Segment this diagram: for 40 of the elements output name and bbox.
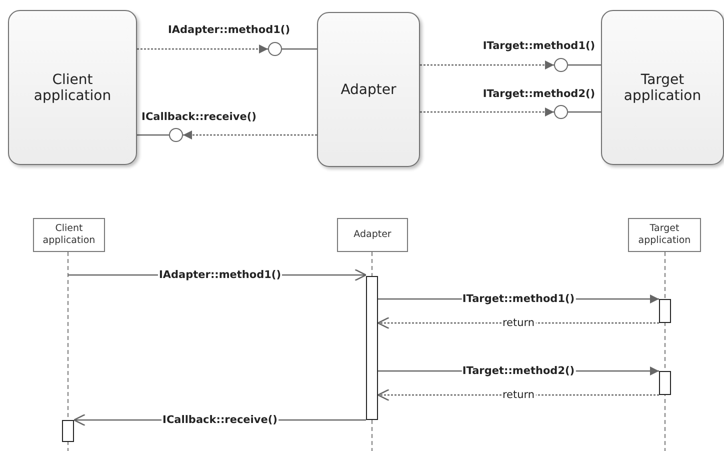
interface-circle xyxy=(268,42,282,56)
activation-bar xyxy=(659,299,671,323)
node-label: Target application xyxy=(622,72,702,104)
node-label: Target application xyxy=(637,223,692,247)
interface-label: IAdapter::method1() xyxy=(168,24,290,36)
lifeline-header xyxy=(628,218,701,252)
arrow xyxy=(137,44,268,54)
activation-bar xyxy=(366,276,378,420)
activation-bar xyxy=(659,371,671,395)
interface-label: ITarget::method2() xyxy=(482,88,596,100)
node-label: Client application xyxy=(42,223,96,247)
arrow xyxy=(420,60,554,70)
node-label: Adapter xyxy=(340,82,398,98)
connector-line xyxy=(282,48,317,50)
edge-label: return xyxy=(501,389,536,401)
edge-label: ITarget::method2() xyxy=(461,365,576,377)
lifeline-header xyxy=(33,218,105,252)
arrow xyxy=(377,316,659,330)
interface-label: ITarget::method1() xyxy=(482,40,596,52)
node-label: Client application xyxy=(32,72,112,104)
connector-line xyxy=(568,64,601,66)
interface-label: ICallback::receive() xyxy=(142,111,256,123)
edge-label: return xyxy=(501,317,536,329)
edge-label: IAdapter::method1() xyxy=(158,269,282,281)
interface-circle xyxy=(554,105,568,119)
interface-circle xyxy=(169,128,183,142)
component-box xyxy=(601,10,724,165)
arrow xyxy=(420,108,554,116)
interface-circle xyxy=(554,58,568,72)
connector-line xyxy=(568,111,601,113)
component-box xyxy=(8,10,137,165)
edge-label: ITarget::method1() xyxy=(461,293,576,305)
component-box xyxy=(317,12,420,167)
node-label: Adapter xyxy=(352,229,392,241)
arrow xyxy=(377,388,659,402)
arrow xyxy=(183,130,317,140)
lifeline-header xyxy=(337,218,408,252)
connector-line xyxy=(137,134,169,136)
activation-bar xyxy=(62,420,74,442)
edge-label: ICallback::receive() xyxy=(162,414,278,426)
